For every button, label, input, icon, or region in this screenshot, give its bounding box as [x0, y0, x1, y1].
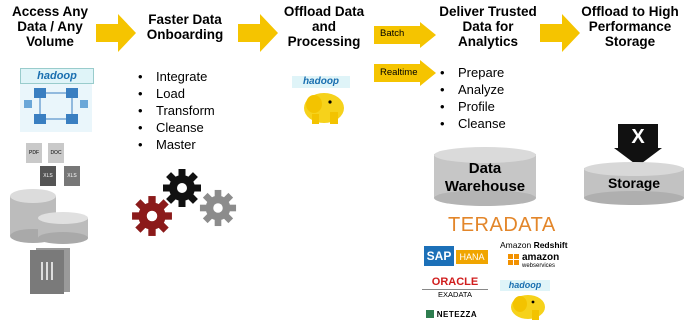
title-line: Data for — [462, 19, 514, 34]
onboarding-steps-list: Integrate Load Transform Cleanse Master — [134, 68, 215, 153]
list-item: Load — [134, 85, 215, 102]
title-line: Faster Data — [148, 12, 222, 27]
title-line: Access Any — [11, 4, 89, 19]
data-warehouse-cylinder — [434, 147, 536, 206]
list-item: Transform — [134, 102, 215, 119]
hadoop-logo-2: hadoop — [292, 76, 350, 88]
file-icon-doc: DOC — [48, 143, 64, 163]
title-line: Deliver Trusted — [439, 4, 537, 19]
realtime-label: Realtime — [380, 67, 418, 78]
cluster-icon — [20, 84, 92, 132]
storage-disk-icon — [38, 212, 88, 244]
hadoop-logo-3: hadoop — [500, 280, 550, 291]
storage-label: Storage — [607, 175, 661, 191]
teradata-logo: TERADATA — [448, 214, 556, 236]
aws-cube-icon — [508, 254, 519, 265]
title-line: Offload to High — [581, 4, 679, 19]
batch-label: Batch — [380, 28, 405, 39]
netezza-word: NETEZZA — [436, 310, 478, 319]
flow-arrow-4 — [540, 14, 580, 52]
hadoop-logo: hadoop — [20, 68, 94, 84]
exadata-word: EXADATA — [422, 289, 488, 300]
amazon-redshift-name: Redshift — [533, 240, 568, 250]
list-item: Analyze — [436, 81, 506, 98]
file-icon-xls: XLS — [40, 166, 56, 186]
stage-3-title: Offload Data and Processing — [272, 4, 376, 49]
flow-arrow-2 — [238, 14, 278, 52]
oracle-word: ORACLE — [431, 276, 479, 288]
title-line: Onboarding — [146, 27, 224, 42]
data-warehouse-label: Data Warehouse — [432, 160, 538, 196]
list-item: Integrate — [134, 68, 215, 85]
title-line: Volume — [26, 34, 74, 49]
warehouse-line: Data — [468, 160, 502, 177]
stage-1-title: Access Any Data / Any Volume — [2, 4, 98, 49]
list-item: Master — [134, 136, 215, 153]
amazon-redshift-prefix: Amazon — [500, 240, 532, 250]
aws-sub: webservices — [522, 263, 556, 269]
file-icon-xls-2: XLS — [64, 166, 80, 186]
title-line: Storage — [604, 34, 656, 49]
batch-arrow — [374, 22, 436, 48]
title-line: and — [311, 19, 336, 34]
warehouse-line: Warehouse — [444, 178, 526, 195]
title-line: Performance — [588, 19, 672, 34]
list-item: Cleanse — [436, 115, 506, 132]
stage-4-title: Deliver Trusted Data for Analytics — [428, 4, 548, 49]
list-item: Profile — [436, 98, 506, 115]
title-line: Offload Data — [283, 4, 365, 19]
list-item: Prepare — [436, 64, 506, 81]
hadoop-elephant-icon — [304, 93, 344, 124]
title-line: Data / Any — [17, 19, 83, 34]
stage-5-title: Offload to High Performance Storage — [574, 4, 686, 49]
flow-arrow-1 — [96, 14, 136, 52]
hana-mark: HANA — [456, 250, 488, 264]
storage-x-mark: X — [631, 126, 645, 148]
amazon-redshift-logo: Amazon Redshift — [500, 240, 568, 250]
hadoop-elephant-icon-2 — [511, 295, 545, 320]
title-line: Analytics — [457, 34, 519, 49]
sap-mark: SAP — [424, 246, 454, 266]
storage-cylinder — [584, 162, 684, 205]
stage-2-title: Faster Data Onboarding — [130, 12, 240, 42]
server-rack-icon — [30, 248, 70, 294]
aws-word: amazon — [522, 252, 560, 263]
download-arrow-icon — [614, 124, 662, 166]
gears-icon — [132, 169, 237, 236]
netezza-logo: NETEZZA — [426, 310, 477, 319]
sap-hana-logo: SAP HANA — [424, 246, 488, 266]
file-icon-pdf: PDF — [26, 143, 42, 163]
oracle-exadata-logo: ORACLE EXADATA — [422, 276, 488, 300]
list-item: Cleanse — [134, 119, 215, 136]
title-line: Processing — [287, 34, 361, 49]
analytics-steps-list: Prepare Analyze Profile Cleanse — [436, 64, 506, 132]
netezza-mark-icon — [426, 310, 434, 318]
realtime-arrow — [374, 60, 436, 86]
